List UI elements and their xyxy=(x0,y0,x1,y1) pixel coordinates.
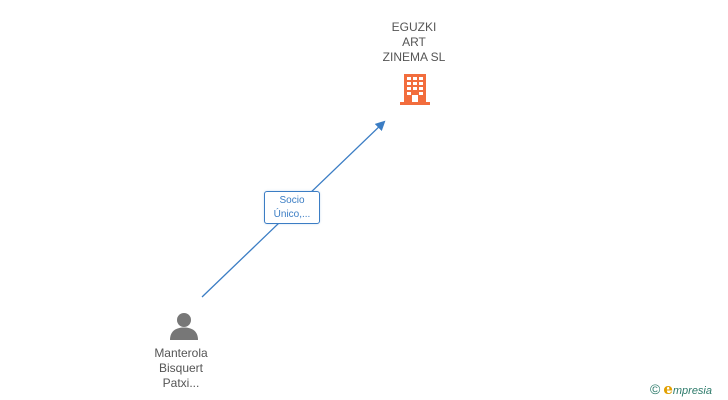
relation-label-line-1: Socio xyxy=(279,195,305,206)
copyright-icon: © xyxy=(650,381,661,397)
company-name-line-2: ART xyxy=(402,35,426,49)
relation-label-box[interactable]: Socio Único,... xyxy=(264,191,320,224)
person-name-line-2: Bisquert xyxy=(158,361,204,375)
company-name[interactable]: EGUZKI ART ZINEMA SL xyxy=(364,20,464,65)
person-name-line-3: Patxi... xyxy=(162,376,200,390)
company-name-line-3: ZINEMA SL xyxy=(382,50,446,64)
person-name-line-1: Manterola xyxy=(154,346,208,360)
building-icon[interactable] xyxy=(398,72,432,106)
brand-logo-initial: e xyxy=(663,380,673,398)
person-icon[interactable] xyxy=(169,311,199,341)
person-name[interactable]: Manterola Bisquert Patxi... xyxy=(131,346,231,391)
company-name-line-1: EGUZKI xyxy=(391,20,437,34)
brand-logo-text: mpresia xyxy=(672,385,712,397)
relation-label-line-2: Único,... xyxy=(273,209,311,220)
brand-watermark: ©empresia xyxy=(650,380,712,398)
